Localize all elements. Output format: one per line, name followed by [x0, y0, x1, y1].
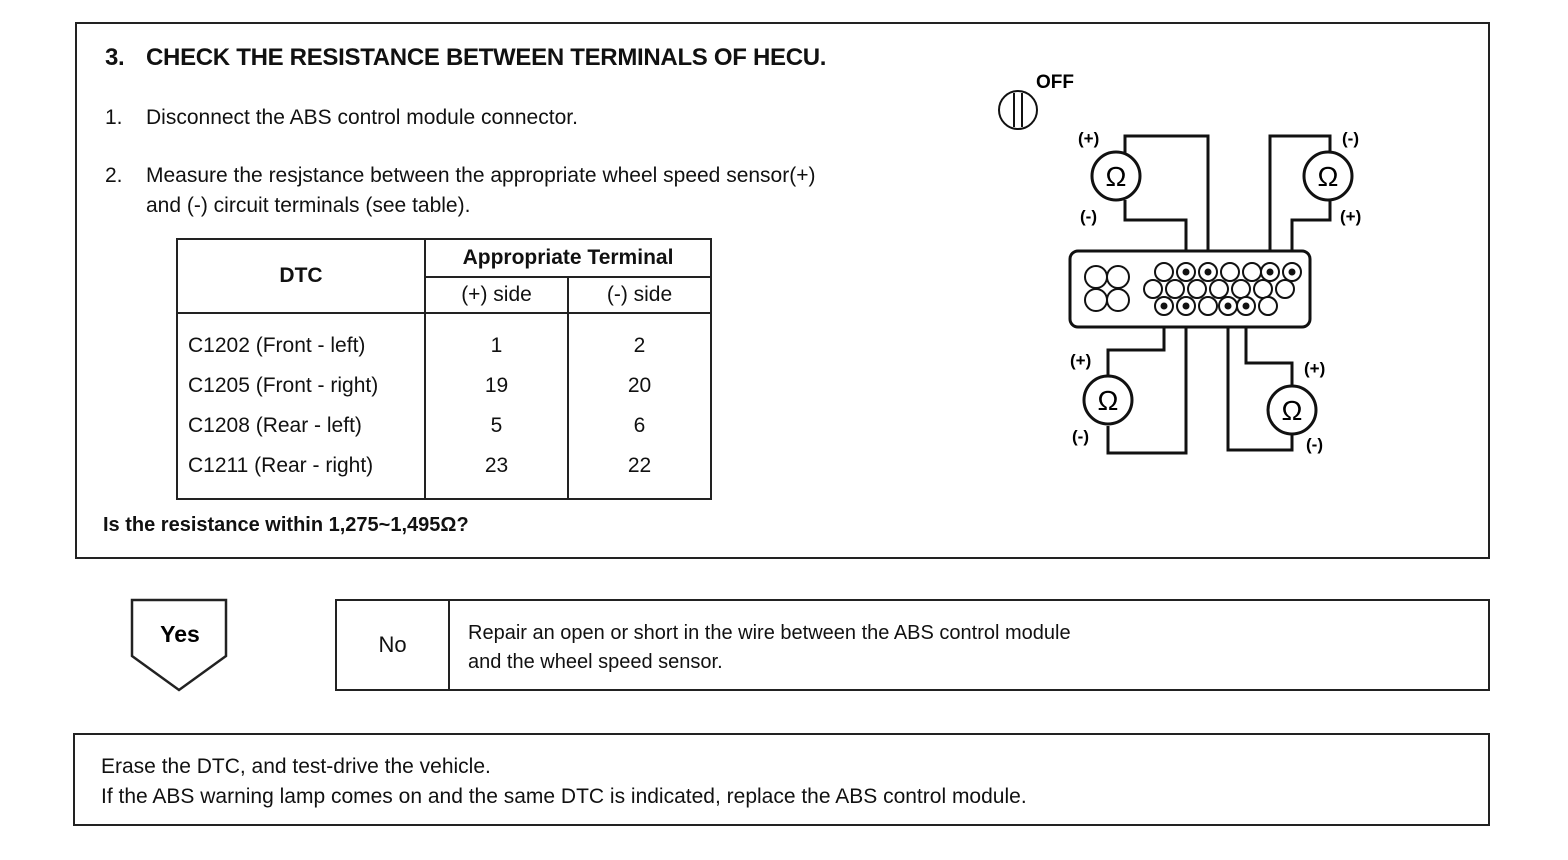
- dtc-column: C1202 (Front - left) C1205 (Front - righ…: [176, 312, 426, 500]
- plus-terminal-cell: 19: [484, 374, 509, 397]
- ohmmeter-icon: [1266, 384, 1318, 436]
- minus-terminal-cell: 20: [627, 374, 652, 397]
- wire: [1123, 134, 1210, 268]
- plus-label: (+): [1304, 359, 1325, 378]
- instruction-2-continued: and (-) circuit terminals (see table).: [146, 194, 471, 217]
- ohmmeter-icon: [1082, 374, 1134, 426]
- dtc-cell: C1202 (Front - left): [188, 334, 366, 357]
- header-plus-side: (+) side: [424, 276, 569, 314]
- plus-label: (+): [1070, 351, 1091, 370]
- ohm-symbol: Ω: [1106, 161, 1127, 192]
- no-result-box: No Repair an open or short in the wire b…: [335, 599, 1490, 691]
- ohm-symbol: Ω: [1282, 395, 1303, 426]
- instruction-2: 2. Measure the resjstance between the app…: [105, 164, 815, 188]
- wire: [1226, 308, 1294, 452]
- ohmmeter-front-right: Ω (-) (+): [1302, 129, 1361, 226]
- header-appropriate-terminal: Appropriate Terminal: [424, 238, 712, 278]
- instruction-text: Measure the resjstance between the appro…: [146, 164, 816, 187]
- minus-label: (-): [1072, 427, 1089, 446]
- final-instruction-line: If the ABS warning lamp comes on and the…: [101, 785, 1027, 808]
- instruction-number: 2.: [105, 164, 123, 187]
- plus-terminal-cell: 23: [484, 454, 509, 477]
- dtc-cell: C1208 (Rear - left): [188, 414, 362, 437]
- instruction-number: 1.: [105, 106, 123, 129]
- instruction-1: 1. Disconnect the ABS control module conn…: [105, 106, 578, 130]
- ohmmeter-icon: [1302, 150, 1354, 202]
- minus-label: (-): [1342, 129, 1359, 148]
- ohmmeter-front-left: Ω (+) (-): [1078, 129, 1142, 226]
- wires: [1106, 134, 1332, 455]
- minus-terminal-cell: 2: [633, 334, 646, 357]
- wire: [1268, 134, 1332, 268]
- ohmmeter-rear-right: Ω (+) (-): [1266, 359, 1325, 454]
- plus-label: (+): [1340, 207, 1361, 226]
- instruction-text: Disconnect the ABS control module connec…: [146, 106, 578, 129]
- final-instruction-line: Erase the DTC, and test-drive the vehicl…: [101, 755, 491, 778]
- yes-label: Yes: [160, 621, 200, 647]
- plus-label: (+): [1078, 129, 1099, 148]
- step-title: 3. CHECK THE RESISTANCE BETWEEN TERMINALS…: [105, 44, 826, 72]
- header-minus-side: (-) side: [567, 276, 712, 314]
- ohmmeter-rear-left: Ω (+) (-): [1070, 351, 1134, 446]
- wire: [1290, 200, 1332, 268]
- final-step-box: Erase the DTC, and test-drive the vehicl…: [73, 733, 1490, 826]
- minus-terminal-cell: 6: [633, 414, 646, 437]
- yes-arrow-icon: [130, 598, 228, 692]
- no-label: No: [337, 601, 450, 689]
- wire: [1244, 308, 1294, 388]
- resistance-question: Is the resistance within 1,275~1,495Ω?: [103, 514, 469, 536]
- yes-arrow: Yes: [130, 598, 228, 692]
- minus-terminal-cell: 22: [627, 454, 652, 477]
- minus-label: (-): [1080, 207, 1097, 226]
- wire: [1106, 308, 1166, 380]
- no-action-line: and the wheel speed sensor.: [468, 651, 723, 673]
- dtc-cell: C1205 (Front - right): [188, 374, 379, 397]
- dtc-cell: C1211 (Rear - right): [188, 454, 374, 477]
- ohmmeter-icon: [1090, 150, 1142, 202]
- minus-column: 2 20 6 22: [567, 312, 712, 500]
- wire: [1106, 308, 1188, 455]
- no-action-line: Repair an open or short in the wire betw…: [468, 622, 1071, 644]
- step-title-text: CHECK THE RESISTANCE BETWEEN TERMINALS O…: [146, 44, 827, 71]
- ignition-switch-icon: [998, 90, 1038, 130]
- switch-off-label: OFF: [1036, 72, 1074, 93]
- ohm-symbol: Ω: [1318, 161, 1339, 192]
- plus-column: 1 19 5 23: [424, 312, 569, 500]
- hecu-connector: [1068, 249, 1312, 329]
- minus-label: (-): [1306, 435, 1323, 454]
- dtc-terminal-table: DTC Appropriate Terminal (+) side (-) si…: [176, 238, 712, 500]
- header-dtc: DTC: [176, 238, 426, 314]
- wire: [1123, 200, 1188, 268]
- ohm-symbol: Ω: [1098, 385, 1119, 416]
- plus-terminal-cell: 1: [490, 334, 503, 357]
- step-number: 3.: [105, 44, 125, 71]
- wiring-diagram: OFF: [998, 72, 1361, 455]
- plus-terminal-cell: 5: [490, 414, 503, 437]
